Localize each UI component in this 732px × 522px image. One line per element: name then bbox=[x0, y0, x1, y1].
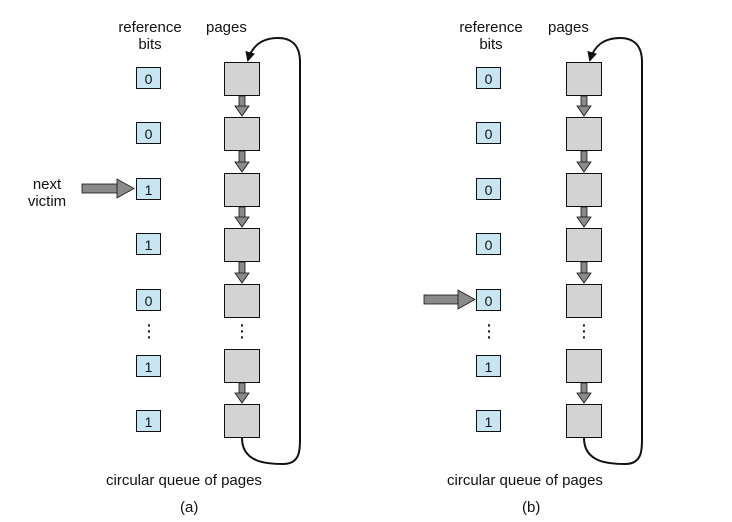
reference-bit-b-6: 1 bbox=[476, 410, 501, 432]
down-arrow-icon bbox=[576, 206, 592, 228]
page-a-2 bbox=[224, 173, 260, 207]
down-arrow-icon bbox=[234, 150, 250, 173]
page-b-6 bbox=[566, 404, 602, 438]
down-arrow-icon bbox=[234, 95, 250, 117]
reference-bit-a-3: 1 bbox=[136, 233, 161, 255]
reference-bit-b-4: 0 bbox=[476, 289, 501, 311]
down-arrows-a bbox=[234, 95, 250, 404]
reference-bit-a-2: 1 bbox=[136, 178, 161, 200]
down-arrow-icon bbox=[234, 206, 250, 228]
reference-bits-header-text: reference bits bbox=[459, 19, 523, 53]
page-a-0 bbox=[224, 62, 260, 96]
reference-bit-a-1: 0 bbox=[136, 122, 161, 144]
page-b-4 bbox=[566, 284, 602, 318]
reference-bit-a-4: 0 bbox=[136, 289, 161, 311]
next-victim-text: next victim bbox=[27, 176, 67, 210]
ellipsis-dots-pages-a: ··· bbox=[238, 314, 246, 348]
sublabel-b: (b) bbox=[522, 499, 541, 516]
reference-bit-a-0: 0 bbox=[136, 67, 161, 89]
down-arrow-icon bbox=[576, 382, 592, 404]
reference-bit-b-3: 0 bbox=[476, 233, 501, 255]
down-arrow-icon bbox=[234, 261, 250, 284]
reference-bit-b-5: 1 bbox=[476, 355, 501, 377]
reference-bit-a-6: 1 bbox=[136, 410, 161, 432]
page-b-0 bbox=[566, 62, 602, 96]
caption-a: circular queue of pages bbox=[106, 472, 262, 489]
reference-bit-b-0: 0 bbox=[476, 67, 501, 89]
pointer-arrow-icon bbox=[423, 289, 476, 310]
page-a-3 bbox=[224, 228, 260, 262]
page-a-6 bbox=[224, 404, 260, 438]
page-a-4 bbox=[224, 284, 260, 318]
pages-header-a: pages bbox=[206, 19, 247, 36]
down-arrow-icon bbox=[576, 150, 592, 173]
reference-bit-a-5: 1 bbox=[136, 355, 161, 377]
page-a-1 bbox=[224, 117, 260, 151]
page-b-1 bbox=[566, 117, 602, 151]
page-b-2 bbox=[566, 173, 602, 207]
ellipsis-dots-pages-b: ··· bbox=[580, 314, 588, 348]
down-arrow-icon bbox=[234, 382, 250, 404]
reference-bit-b-1: 0 bbox=[476, 122, 501, 144]
pages-header-b: pages bbox=[548, 19, 589, 36]
sublabel-a: (a) bbox=[180, 499, 199, 516]
circular-return-path-a bbox=[241, 36, 301, 466]
ellipsis-dots-bits-a: ··· bbox=[145, 314, 153, 348]
reference-bit-b-2: 0 bbox=[476, 178, 501, 200]
page-b-3 bbox=[566, 228, 602, 262]
caption-b: circular queue of pages bbox=[447, 472, 603, 489]
circular-return-path-b bbox=[583, 36, 643, 466]
reference-bits-header-text: reference bits bbox=[118, 19, 182, 53]
down-arrow-icon bbox=[576, 95, 592, 117]
page-a-5 bbox=[224, 349, 260, 383]
ellipsis-dots-bits-b: ··· bbox=[485, 314, 493, 348]
down-arrows-b bbox=[576, 95, 592, 404]
page-b-5 bbox=[566, 349, 602, 383]
down-arrow-icon bbox=[576, 261, 592, 284]
next-victim-label: next victim bbox=[27, 176, 67, 210]
reference-bits-header-a: reference bits bbox=[105, 19, 195, 53]
reference-bits-header-b: reference bits bbox=[446, 19, 536, 53]
next-victim-arrow-icon bbox=[81, 178, 135, 199]
